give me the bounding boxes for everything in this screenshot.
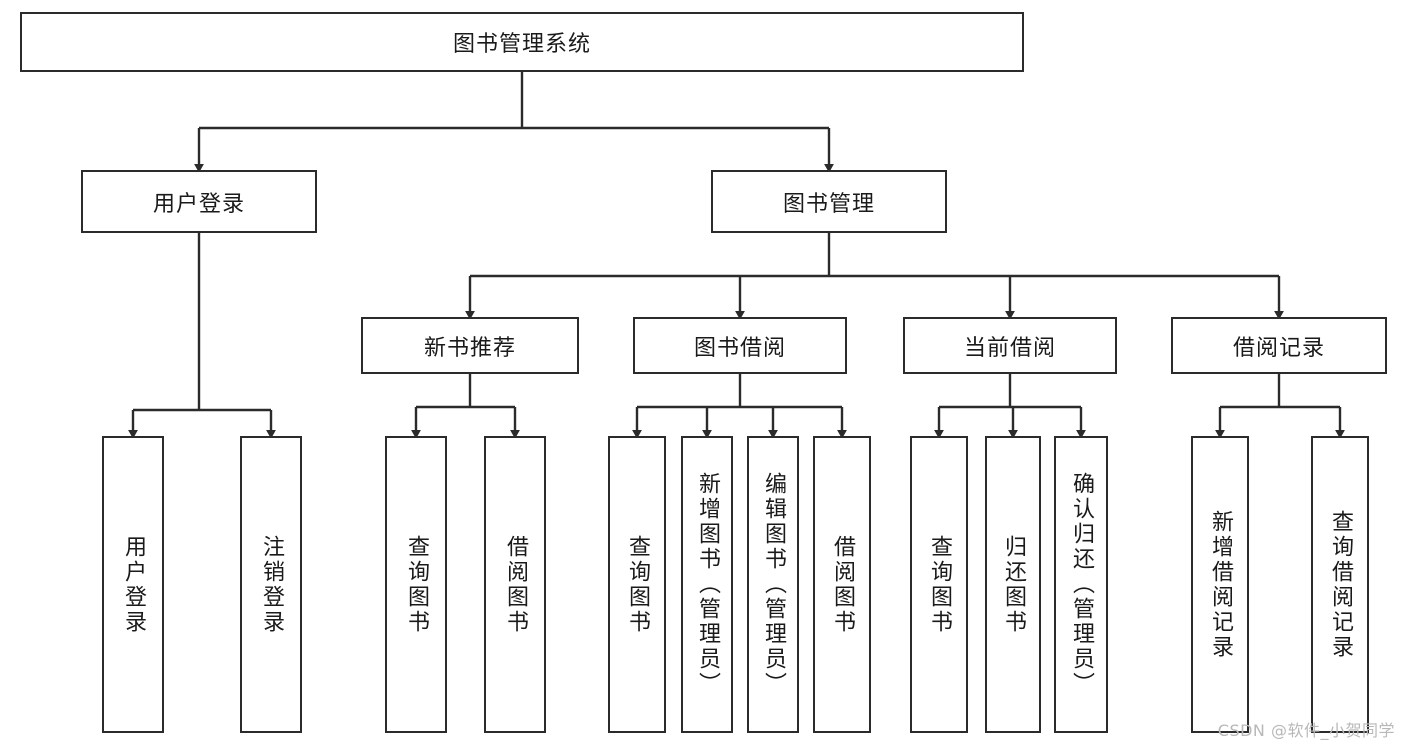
node-book-management: 图书管理: [711, 170, 947, 233]
node-label: 图书管理系统: [452, 32, 591, 57]
node-leaf-add-book: 新增图书（管理员）: [681, 436, 733, 733]
node-label: 用户登录: [121, 534, 146, 635]
node-leaf-query-book-3: 查询图书: [910, 436, 968, 733]
node-label: 用户登录: [152, 191, 245, 217]
node-label: 借阅图书: [830, 534, 855, 635]
node-book-borrow: 图书借阅: [633, 317, 847, 374]
node-leaf-borrow-book-2: 借阅图书: [813, 436, 871, 733]
node-leaf-user-login: 用户登录: [102, 436, 164, 733]
node-leaf-return-book: 归还图书: [985, 436, 1041, 733]
node-label: 查询图书: [927, 534, 952, 635]
node-leaf-add-borrow-record: 新增借阅记录: [1191, 436, 1249, 733]
node-user-login: 用户登录: [81, 170, 317, 233]
node-leaf-logout: 注销登录: [240, 436, 302, 733]
node-label: 归还图书: [1001, 534, 1026, 635]
node-new-book-recommend: 新书推荐: [361, 317, 579, 374]
node-label: 确认归还（管理员）: [1069, 472, 1094, 697]
node-current-borrow: 当前借阅: [903, 317, 1117, 374]
node-leaf-edit-book: 编辑图书（管理员）: [747, 436, 799, 733]
watermark-label: CSDN @软件_小贺同学: [1217, 721, 1395, 740]
node-label: 图书管理: [782, 191, 875, 217]
node-leaf-query-book-2: 查询图书: [608, 436, 666, 733]
node-label: 新增借阅记录: [1208, 509, 1233, 660]
node-leaf-borrow-book-1: 借阅图书: [484, 436, 546, 733]
node-leaf-query-borrow-record: 查询借阅记录: [1311, 436, 1369, 733]
node-label: 注销登录: [259, 534, 284, 635]
node-label: 图书借阅: [693, 335, 786, 361]
node-label: 借阅记录: [1232, 335, 1325, 361]
node-root-system: 图书管理系统: [20, 12, 1024, 72]
node-label: 借阅图书: [503, 534, 528, 635]
node-label: 当前借阅: [963, 335, 1056, 361]
node-borrow-record: 借阅记录: [1171, 317, 1387, 374]
node-label: 新书推荐: [423, 335, 516, 361]
node-label: 编辑图书（管理员）: [761, 472, 786, 697]
node-label: 查询借阅记录: [1328, 509, 1353, 660]
node-leaf-confirm-return: 确认归还（管理员）: [1054, 436, 1108, 733]
node-label: 查询图书: [404, 534, 429, 635]
node-label: 查询图书: [625, 534, 650, 635]
node-leaf-query-book-1: 查询图书: [385, 436, 447, 733]
node-label: 新增图书（管理员）: [695, 472, 720, 697]
